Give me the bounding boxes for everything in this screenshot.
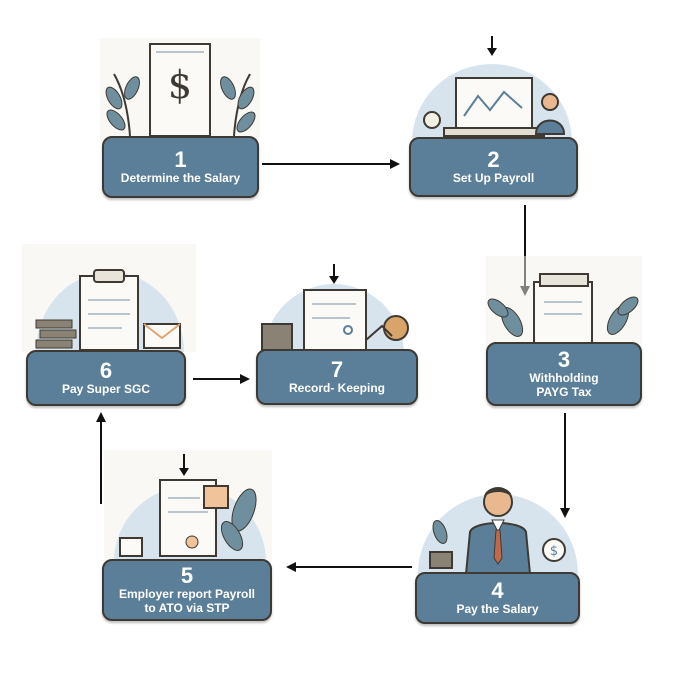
step-label: Pay Super SGC — [61, 382, 151, 396]
step-number: 2 — [487, 147, 500, 172]
step-label: Employer report Payroll to ATO via STP — [118, 587, 256, 615]
businessman-icon: $ — [418, 487, 578, 574]
step-label: Set Up Payroll — [452, 171, 535, 185]
step-6-box: 6 Pay Super SGC — [26, 350, 186, 406]
step-number: 1 — [174, 147, 187, 172]
svg-text:$: $ — [168, 63, 192, 107]
step-number: 5 — [180, 563, 194, 588]
step-number: 4 — [491, 578, 504, 603]
step-3-box: 3 Withholding PAYG Tax — [486, 342, 642, 406]
report-document-icon — [104, 450, 272, 562]
laptop-chart-icon — [412, 36, 572, 142]
step-label: Pay the Salary — [456, 602, 539, 616]
step-number: 3 — [557, 347, 571, 372]
step-label: Record- Keeping — [288, 381, 385, 395]
step-label: Determine the Salary — [120, 171, 241, 185]
step-number: 7 — [330, 357, 344, 382]
step-1-box: 1 Determine the Salary — [102, 136, 259, 198]
dollar-document-icon: $ — [100, 38, 260, 140]
clipboard-icon — [22, 244, 196, 352]
step-2-box: 2 Set Up Payroll — [409, 137, 578, 197]
step-7-box: 7 Record- Keeping — [256, 349, 418, 405]
document-folder-icon — [486, 256, 642, 348]
step-number: 6 — [99, 358, 113, 383]
step-4-box: 4 Pay the Salary — [415, 572, 580, 624]
record-document-icon — [261, 264, 409, 354]
step-5-box: 5 Employer report Payroll to ATO via STP — [102, 559, 272, 621]
svg-text:$: $ — [550, 544, 558, 559]
step-label: Withholding PAYG Tax — [529, 371, 599, 399]
